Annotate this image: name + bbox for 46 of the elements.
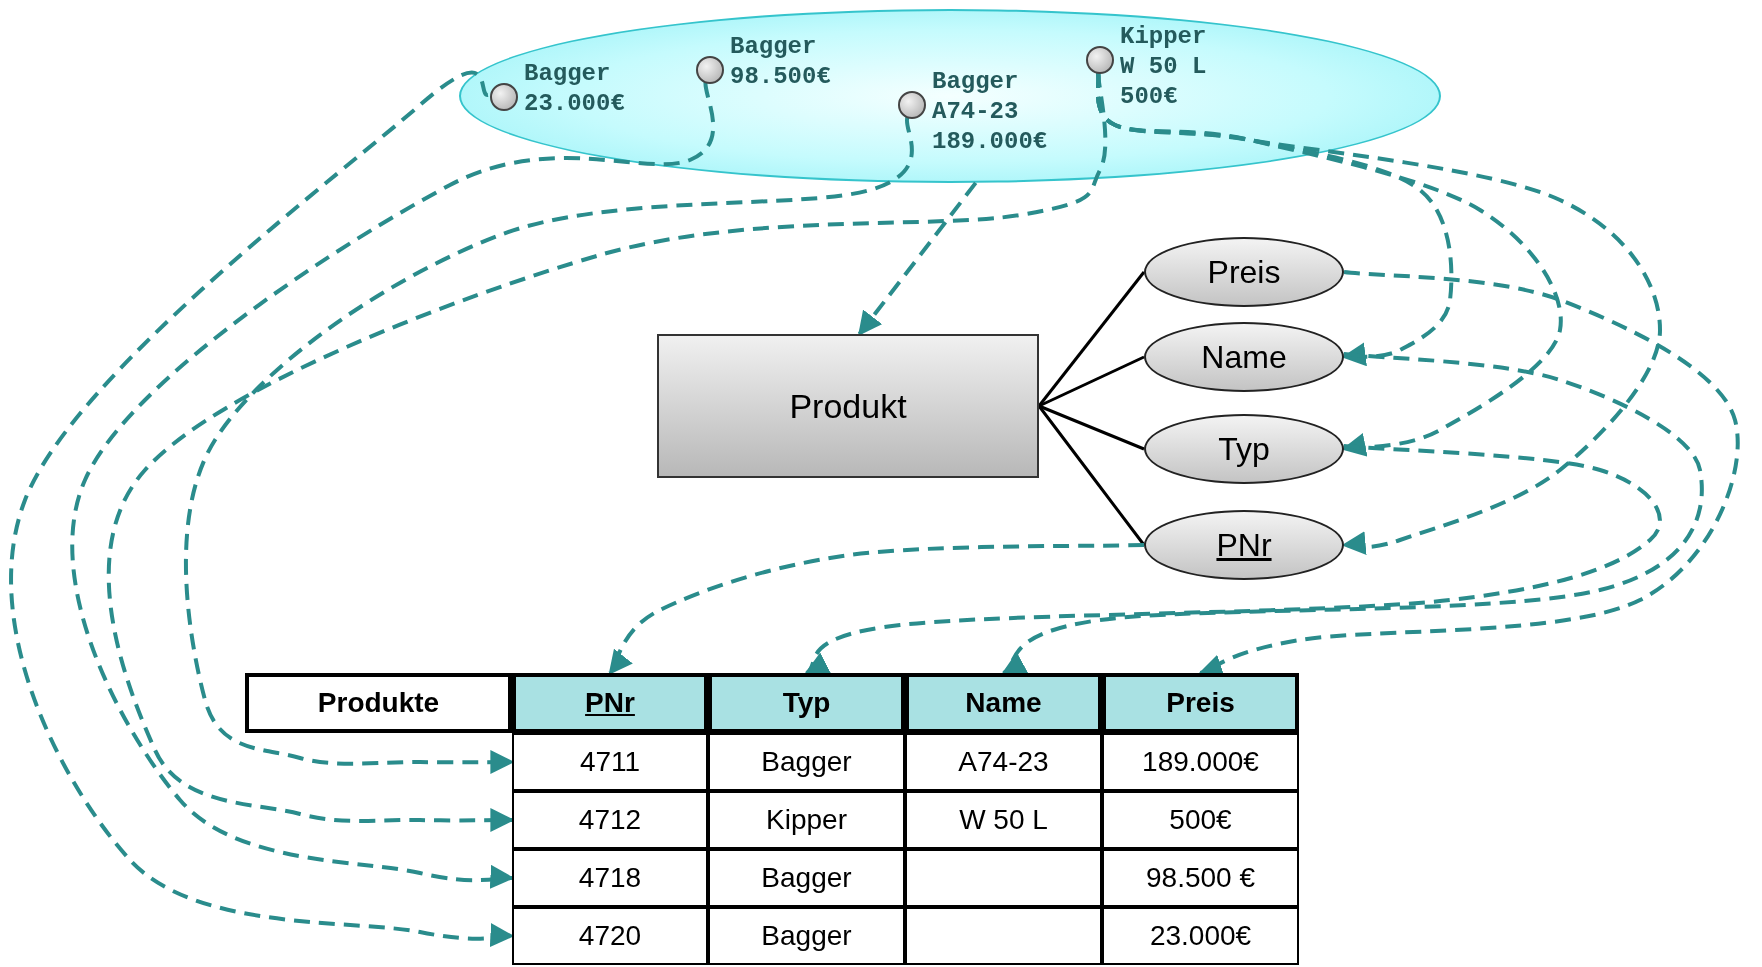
dashed-arrow <box>804 443 1662 675</box>
attribute-ellipse: Preis <box>1144 237 1344 307</box>
point-label: 98.500€ <box>730 62 831 92</box>
attribute-ellipse: Typ <box>1144 414 1344 484</box>
table-cell: A74-23 <box>905 733 1102 791</box>
point-label: Bagger <box>730 32 817 62</box>
table-cell: 98.500 € <box>1102 849 1299 907</box>
table-cell: 189.000€ <box>1102 733 1299 791</box>
connector-line <box>1038 404 1145 451</box>
dashed-arrow <box>608 543 1145 675</box>
attribute-ellipse: PNr <box>1144 510 1344 580</box>
dashed-arrow <box>184 116 914 775</box>
entity-box: Produkt <box>657 334 1039 478</box>
table-cell: 4718 <box>512 849 708 907</box>
table-cell: 500€ <box>1102 791 1299 849</box>
point-label: Bagger <box>524 59 611 89</box>
header-cell: Typ <box>708 673 905 733</box>
header-cell: PNr <box>512 673 708 733</box>
table-cell: Bagger <box>708 907 905 965</box>
dashed-arrow <box>70 81 716 890</box>
header-cell: Name <box>905 673 1102 733</box>
point-label: 189.000€ <box>932 127 1048 157</box>
point-label: 500€ <box>1120 82 1178 112</box>
table-cell: Kipper <box>708 791 905 849</box>
table-cell: W 50 L <box>905 791 1102 849</box>
connector-line <box>1038 355 1145 408</box>
table-name-cell: Produkte <box>245 673 512 733</box>
dashed-arrow <box>857 181 978 336</box>
table-cell: 4711 <box>512 733 708 791</box>
table-cell: Bagger <box>708 849 905 907</box>
dashed-arrow <box>1001 351 1704 675</box>
table-cell: 23.000€ <box>1102 907 1299 965</box>
point-label: Kipper <box>1120 22 1207 52</box>
point-label: W 50 L <box>1120 52 1207 82</box>
table-cell: 4720 <box>512 907 708 965</box>
dashed-arrow <box>9 70 515 949</box>
connector-line <box>1037 405 1146 546</box>
point-label: Bagger <box>932 67 1019 97</box>
attribute-ellipse: Name <box>1144 322 1344 392</box>
header-cell: Preis <box>1102 673 1299 733</box>
table-cell: Bagger <box>708 733 905 791</box>
point-label: A74-23 <box>932 97 1019 127</box>
table-cell: 4712 <box>512 791 708 849</box>
dashed-arrow <box>1095 71 1454 368</box>
point-label: 23.000€ <box>524 89 625 119</box>
connector-line <box>1037 271 1146 407</box>
